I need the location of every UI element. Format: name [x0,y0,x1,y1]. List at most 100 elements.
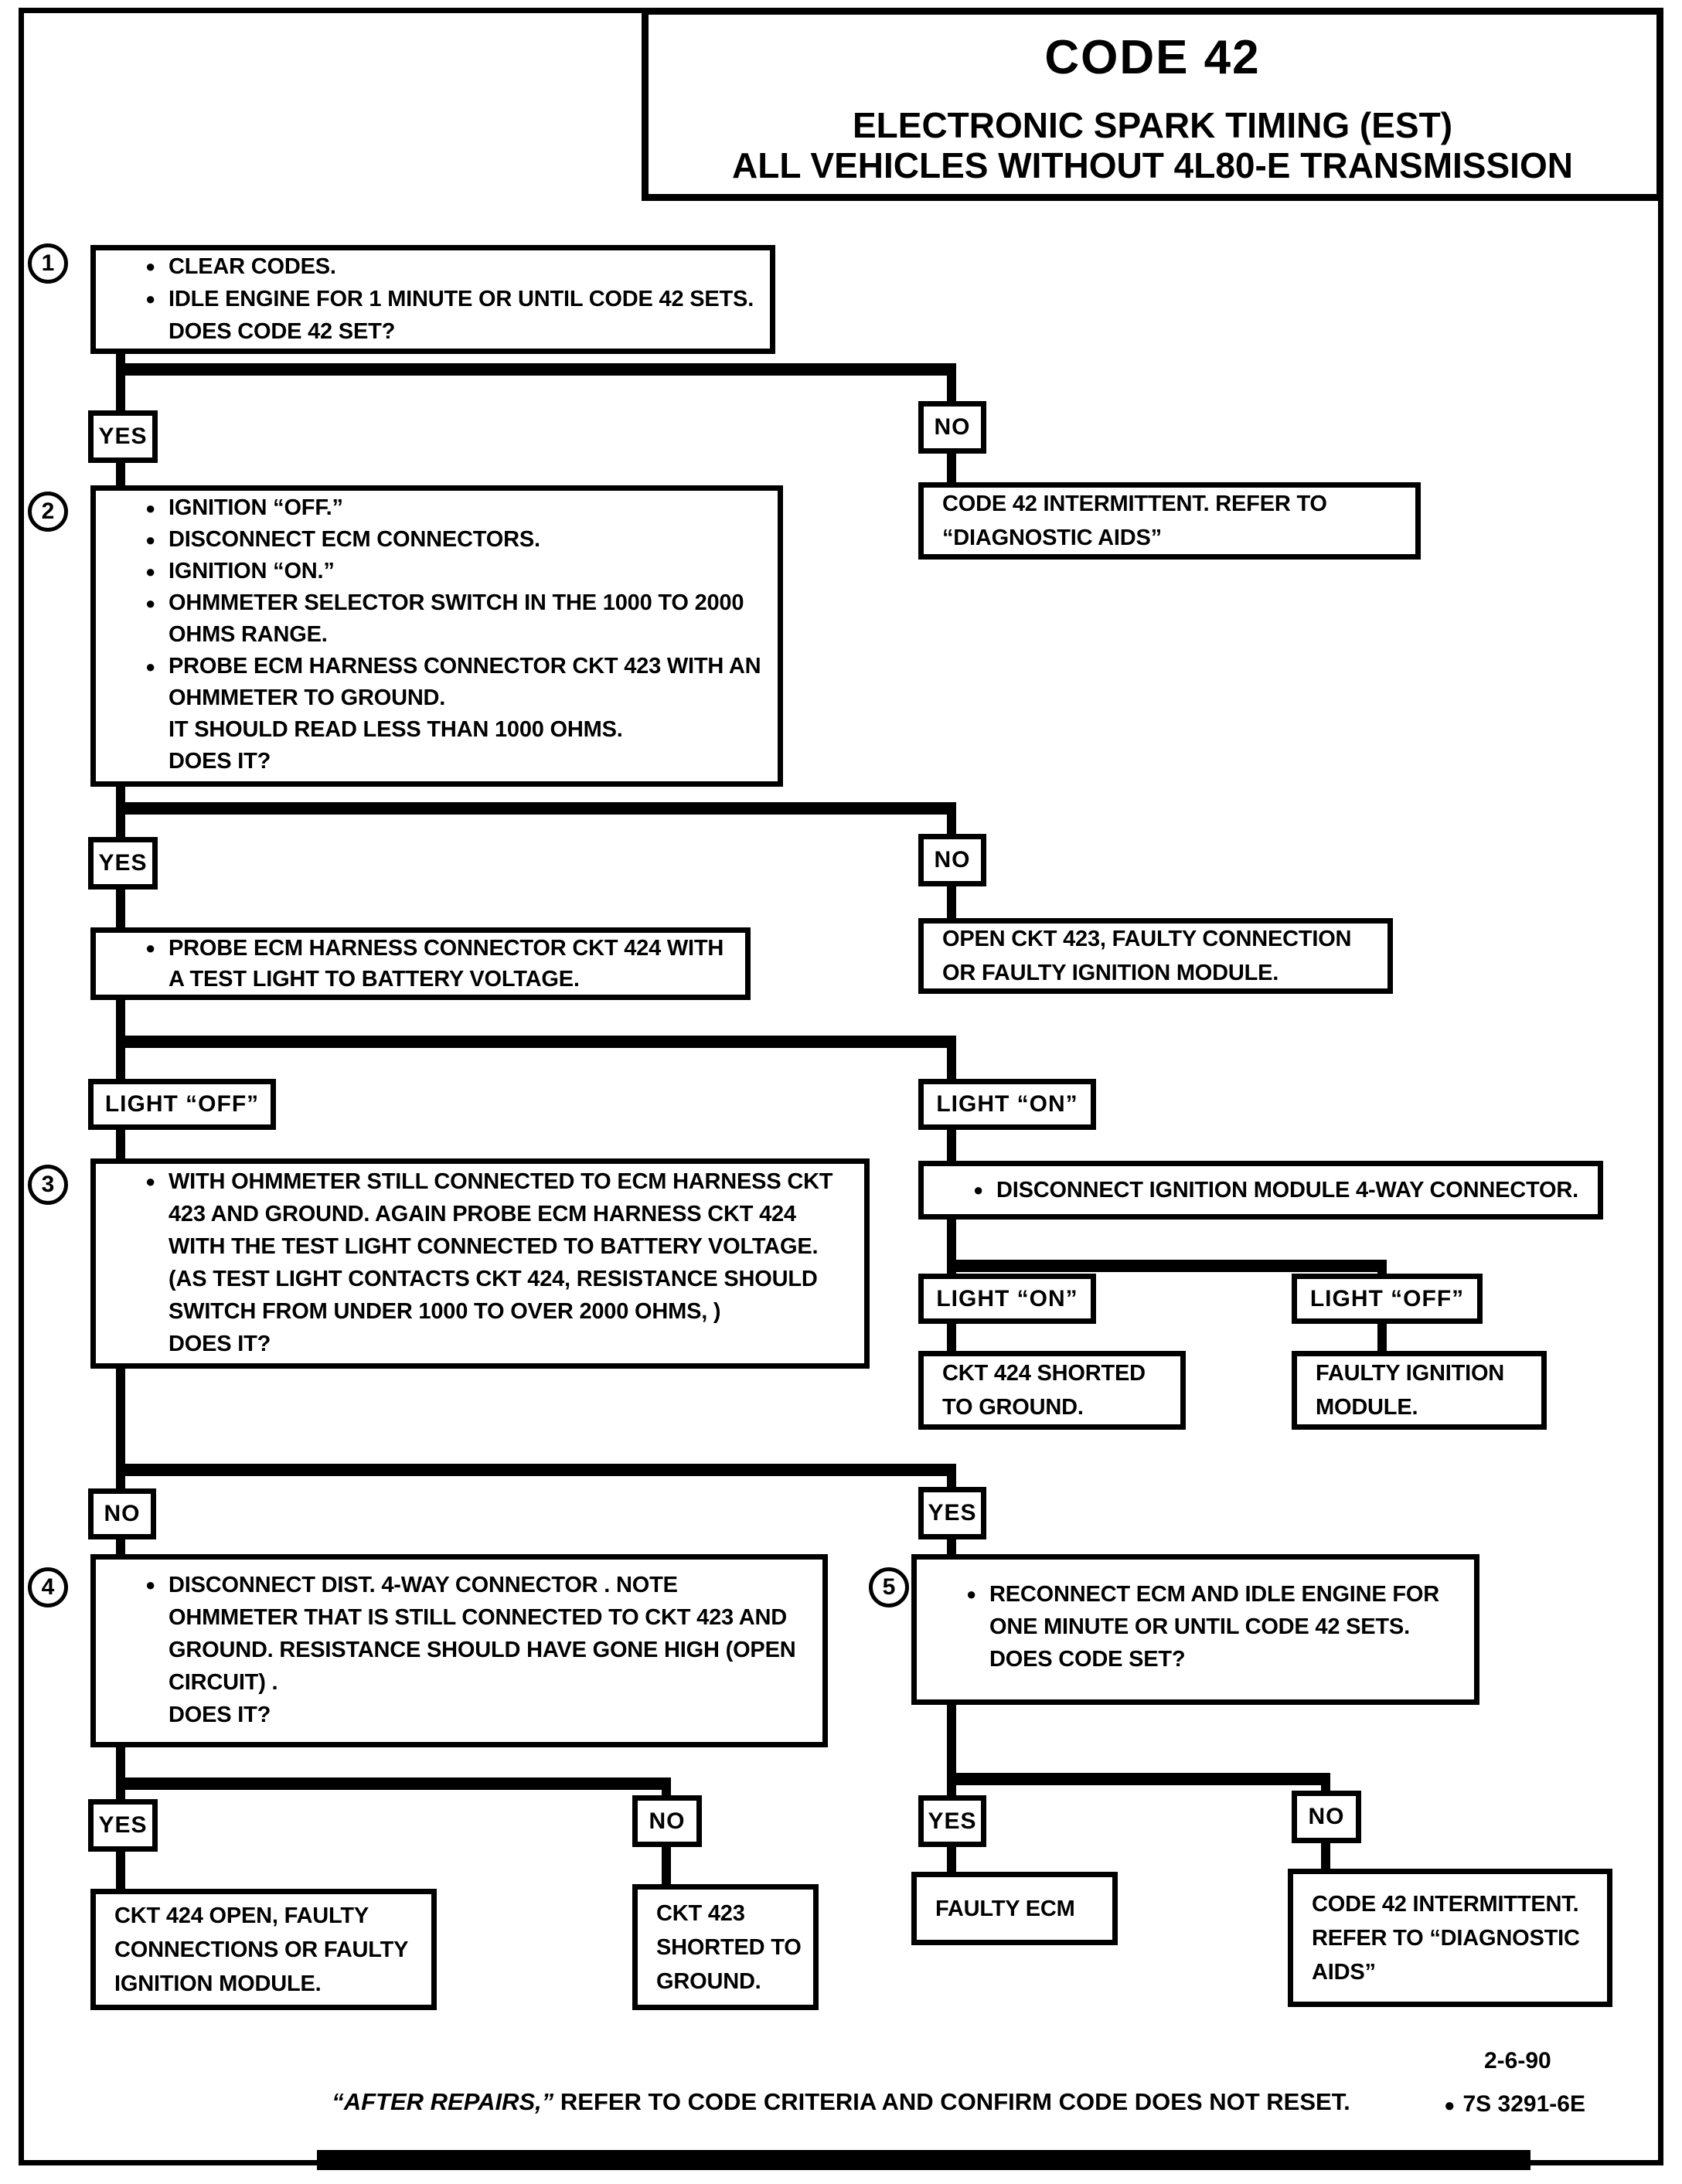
step-number-3: 3 [28,1165,68,1205]
light-off-label: LIGHT “OFF” [88,1079,276,1130]
connector-line [116,1369,125,1492]
disconnect-ign-module-text: DISCONNECT IGNITION MODULE 4-WAY CONNECT… [996,1178,1578,1203]
yes-label: YES [918,1795,986,1847]
step-2-text-4: OHMMETER SELECTOR SWITCH IN THE 1000 TO … [169,590,744,647]
connector-line [662,1847,671,1888]
result-text: CKT 424 SHORTED TO GROUND. [942,1361,1146,1420]
step-box-4: ● DISCONNECT DIST. 4-WAY CONNECTOR . NOT… [90,1554,828,1747]
connector-line [116,463,125,489]
step-number-1: 1 [28,243,68,284]
result-box-open-ckt423: OPEN CKT 423, FAULTY CONNECTION OR FAULT… [918,918,1393,994]
connector-line [1377,1324,1387,1355]
no-label: NO [88,1488,156,1539]
result-text: FAULTY IGNITION MODULE. [1316,1361,1505,1420]
step-list-item: ● OHMMETER SELECTOR SWITCH IN THE 1000 T… [96,587,778,651]
footer-note-rest: REFER TO CODE CRITERIA AND CONFIRM CODE … [553,2088,1350,2115]
title-block: CODE 42 ELECTRONIC SPARK TIMING (EST) AL… [642,8,1663,201]
connector-line [116,353,125,415]
step-box-1: ● CLEAR CODES. ● IDLE ENGINE FOR 1 MINUT… [90,245,775,354]
step-list-item: ● RECONNECT ECM AND IDLE ENGINE FOR ONE … [917,1578,1474,1675]
bullet-icon: ● [145,594,156,613]
footer-note-italic: “AFTER REPAIRS,” [332,2088,554,2115]
step-list-item: ● CLEAR CODES. [96,250,770,283]
yes-label: YES [918,1487,986,1539]
step-list-item: ● IDLE ENGINE FOR 1 MINUTE OR UNTIL CODE… [96,283,770,348]
step-box-2: ● IGNITION “OFF.” ● DISCONNECT ECM CONNE… [90,485,783,787]
step-1-text-1: CLEAR CODES. [169,254,336,279]
result-text: CODE 42 INTERMITTENT. REFER TO “DIAGNOST… [1312,1891,1580,1985]
step-1-text-2: IDLE ENGINE FOR 1 MINUTE OR UNTIL CODE 4… [169,287,754,344]
result-box-faulty-ignition-module: FAULTY IGNITION MODULE. [1292,1351,1547,1430]
connector-line [947,808,956,838]
connector-line [947,1324,956,1355]
page-title: CODE 42 [1044,31,1261,84]
connector-line [116,802,956,815]
connector-line [947,1220,956,1277]
bullet-icon: ● [145,657,156,676]
step-number-4: 4 [28,1567,68,1607]
step-box-disconnect-ign-module: ● DISCONNECT IGNITION MODULE 4-WAY CONNE… [918,1161,1603,1220]
step-list-item: ● PROBE ECM HARNESS CONNECTOR CKT 423 WI… [96,651,778,777]
bullet-icon: ● [145,289,156,308]
step-list-item: ● DISCONNECT IGNITION MODULE 4-WAY CONNE… [924,1174,1598,1206]
connector-line [947,1705,956,1799]
connector-line [116,890,125,931]
connector-line [116,1852,125,1893]
connector-line [116,1130,125,1162]
connector-line [947,1470,956,1491]
connector-line [116,1539,125,1558]
footer-doc-number: 7S 3291-6E [1462,2091,1585,2117]
connector-line [116,1036,956,1048]
connector-line [947,1042,956,1083]
footer-date: 2-6-90 [1484,2048,1551,2073]
step-number-2: 2 [28,492,68,532]
footer-doc: ●7S 3291-6E [1444,2091,1585,2118]
result-box-faulty-ecm: FAULTY ECM [911,1872,1118,1945]
connector-line [116,1464,956,1476]
light-off-label: LIGHT “OFF” [1292,1274,1483,1324]
bullet-icon: ● [973,1180,984,1199]
step-5-text: RECONNECT ECM AND IDLE ENGINE FOR ONE MI… [989,1582,1440,1672]
connector-line [116,363,956,376]
result-box-ckt424-shorted: CKT 424 SHORTED TO GROUND. [918,1351,1186,1430]
bullet-icon: ● [145,257,156,276]
result-text: OPEN CKT 423, FAULTY CONNECTION OR FAULT… [942,927,1352,985]
result-box-code42-intermittent-bottom: CODE 42 INTERMITTENT. REFER TO “DIAGNOST… [1288,1869,1612,2007]
yes-label: YES [88,837,158,890]
result-box-ckt424-open: CKT 424 OPEN, FAULTY CONNECTIONS OR FAUL… [90,1889,437,2010]
bullet-icon: ● [145,1575,156,1594]
yes-label: YES [88,1799,158,1852]
no-label: NO [918,834,986,886]
result-text: CKT 424 OPEN, FAULTY CONNECTIONS OR FAUL… [114,1903,409,1996]
result-box-ckt423-shorted: CKT 423 SHORTED TO GROUND. [632,1884,819,2010]
step-box-5: ● RECONNECT ECM AND IDLE ENGINE FOR ONE … [911,1554,1479,1705]
connector-line [947,886,956,922]
step-box-3: ● WITH OHMMETER STILL CONNECTED TO ECM H… [90,1158,870,1369]
page-subtitle-2: ALL VEHICLES WITHOUT 4L80-E TRANSMISSION [732,145,1573,185]
bullet-icon: ● [145,530,156,549]
bullet-icon: ● [145,938,156,958]
step-2-text-5: PROBE ECM HARNESS CONNECTOR CKT 423 WITH… [169,654,761,774]
step-2-text-1: IGNITION “OFF.” [169,495,343,520]
light-on-label: LIGHT “ON” [918,1079,1096,1130]
step-number-5: 5 [869,1567,909,1607]
step-list-item: ● DISCONNECT DIST. 4-WAY CONNECTOR . NOT… [96,1569,822,1731]
connector-line [947,1773,1330,1785]
step-box-probe-ckt424: ● PROBE ECM HARNESS CONNECTOR CKT 424 WI… [90,927,751,1000]
light-on-label: LIGHT “ON” [918,1274,1096,1324]
connector-line [947,1539,956,1558]
step-2-text-2: DISCONNECT ECM CONNECTORS. [169,527,540,552]
step-list-item: ● DISCONNECT ECM CONNECTORS. [96,524,778,556]
connector-line [116,787,125,841]
connector-line [947,1847,956,1876]
step-list-item: ● IGNITION “ON.” [96,556,778,587]
connector-line [947,1260,1387,1272]
step-list-item: ● PROBE ECM HARNESS CONNECTOR CKT 424 WI… [96,933,745,995]
step-list-item: ● IGNITION “OFF.” [96,492,778,524]
bullet-icon: ● [145,1172,156,1191]
connector-line [947,1130,956,1165]
probe-ckt424-text: PROBE ECM HARNESS CONNECTOR CKT 424 WITH… [169,936,724,992]
result-text: FAULTY ECM [935,1896,1075,1921]
step-3-text: WITH OHMMETER STILL CONNECTED TO ECM HAR… [169,1169,833,1356]
connector-line [947,369,956,407]
